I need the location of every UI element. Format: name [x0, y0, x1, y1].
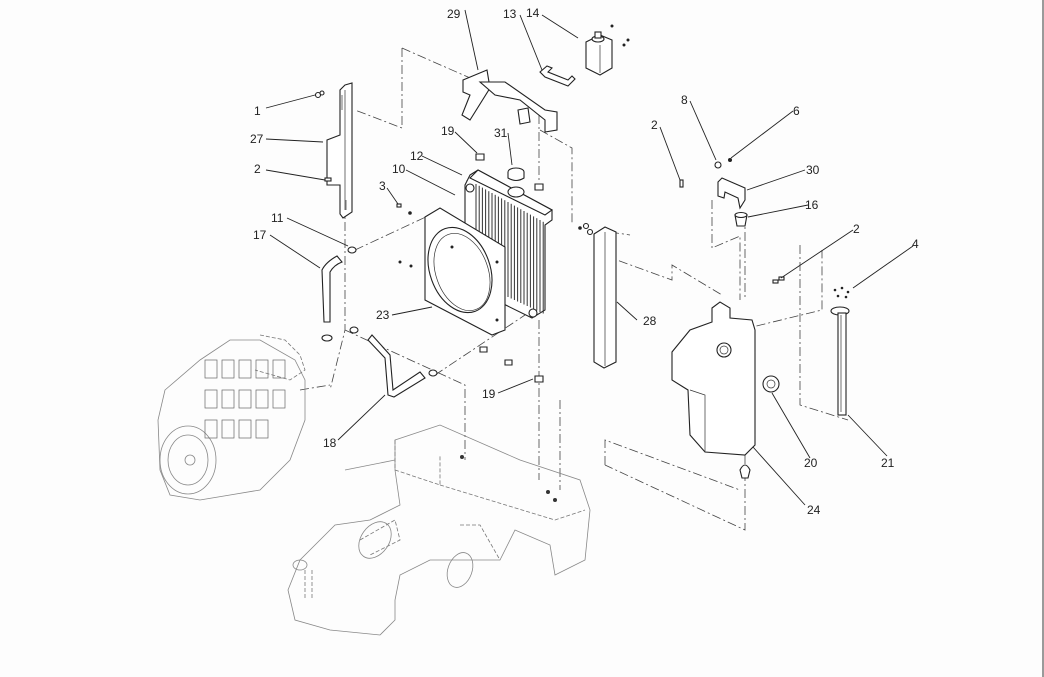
callout-19[interactable]: 19	[441, 124, 455, 138]
washer-8[interactable]	[714, 161, 722, 169]
lower-hose[interactable]	[349, 326, 544, 398]
callout-6[interactable]: 6	[793, 104, 800, 118]
callout-30[interactable]: 30	[806, 163, 820, 177]
engine-component	[238, 419, 252, 439]
tank-clamp-30[interactable]	[717, 177, 746, 210]
tank-bracket[interactable]	[539, 65, 576, 87]
callout-8[interactable]: 8	[681, 93, 688, 107]
left-bracket[interactable]	[326, 82, 353, 219]
engine-component	[255, 389, 269, 409]
callout-17[interactable]: 17	[253, 228, 267, 242]
engine-component	[255, 419, 269, 439]
fuel-cap-20[interactable]	[762, 375, 780, 393]
callout-1[interactable]: 1	[254, 104, 261, 118]
callout-21[interactable]: 21	[881, 456, 895, 470]
callout-19b[interactable]: 19	[482, 387, 496, 401]
top-bracket[interactable]	[461, 69, 558, 133]
callout-16[interactable]: 16	[805, 198, 819, 212]
assembly-lines	[299, 47, 849, 531]
callout-18[interactable]: 18	[323, 436, 337, 450]
callout-14[interactable]: 14	[526, 6, 540, 20]
engine	[157, 334, 306, 501]
callout-20[interactable]: 20	[804, 456, 818, 470]
callout-28[interactable]: 28	[643, 314, 657, 328]
right-bracket[interactable]	[578, 222, 617, 369]
screws-4[interactable]	[833, 286, 850, 299]
engine-component	[221, 389, 235, 409]
engine-component	[204, 389, 218, 409]
engine-component	[238, 359, 252, 379]
engine-component	[272, 359, 286, 379]
engine-detail	[204, 359, 286, 439]
callout-2c[interactable]: 2	[853, 222, 860, 236]
nut-6[interactable]	[728, 158, 732, 162]
callout-3[interactable]: 3	[379, 179, 386, 193]
bolts-3[interactable]	[396, 203, 413, 268]
engine-component	[238, 389, 252, 409]
fuel-tank[interactable]	[671, 301, 756, 479]
engine-component	[221, 419, 235, 439]
engine-component	[272, 389, 286, 409]
engine-component	[204, 359, 218, 379]
expansion-tank[interactable]	[585, 24, 630, 76]
callout-12[interactable]: 12	[410, 149, 424, 163]
callout-4[interactable]: 4	[912, 237, 919, 251]
callout-27[interactable]: 27	[250, 132, 264, 146]
bolt-2-upper-right[interactable]	[679, 179, 684, 188]
bolt-2[interactable]	[324, 177, 332, 182]
fan-shroud[interactable]	[417, 207, 506, 336]
callout-23[interactable]: 23	[376, 308, 390, 322]
page-border	[1042, 0, 1044, 677]
engine-component	[255, 359, 269, 379]
bolt-1[interactable]	[314, 90, 325, 99]
callout-2b[interactable]: 2	[651, 118, 658, 132]
callout-10[interactable]: 10	[392, 162, 406, 176]
nut-19-top[interactable]	[475, 153, 544, 191]
upper-hose[interactable]	[321, 255, 343, 342]
chassis-frame	[287, 424, 591, 636]
rubber-mount-16[interactable]	[734, 211, 748, 227]
callout-29[interactable]: 29	[447, 7, 461, 21]
callout-31[interactable]: 31	[494, 126, 508, 140]
leader-lines	[265, 9, 914, 506]
bolts-2-lower-right[interactable]	[772, 276, 785, 284]
callout-24[interactable]: 24	[807, 503, 821, 517]
callout-2[interactable]: 2	[254, 162, 261, 176]
callout-labels: 1 27 2 11 17 3 10 12 19 31 29 13 14 23 2…	[250, 6, 919, 517]
level-sender-21[interactable]	[830, 306, 850, 416]
hose-clamp-11[interactable]	[347, 246, 357, 254]
callout-13[interactable]: 13	[503, 7, 517, 21]
engine-component	[204, 419, 218, 439]
radiator-cap[interactable]	[507, 167, 525, 198]
callout-11[interactable]: 11	[271, 211, 284, 225]
engine-component	[221, 359, 235, 379]
